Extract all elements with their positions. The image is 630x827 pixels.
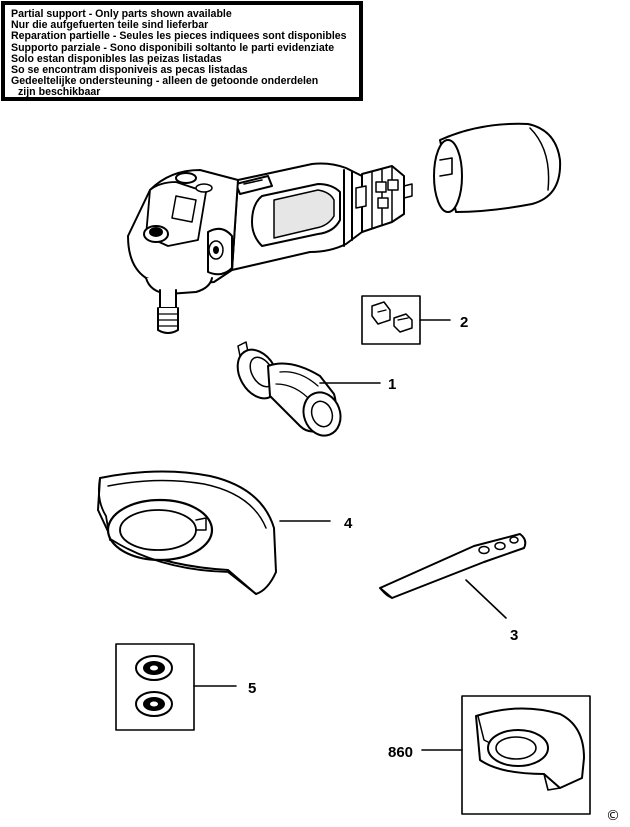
- part-4-guard: [97, 470, 331, 595]
- notice-line-pt: So se encontram disponiveis as pecas lis…: [11, 64, 248, 77]
- callout-part-2: 2: [460, 314, 468, 331]
- notice-line-nl-cont: zijn beschikbaar: [18, 86, 101, 99]
- callout-part-3: 3: [510, 627, 518, 644]
- notice-line-es: Solo estan disponibles las peizas listad…: [11, 52, 222, 65]
- notice-line-en: Partial support - Only parts shown avail…: [11, 8, 232, 20]
- part-3-spanner: [379, 533, 527, 619]
- part-5-flange-and-nut: [115, 643, 237, 731]
- callout-part-860: 860: [388, 744, 413, 761]
- copyright-mark: ©: [606, 808, 620, 824]
- callout-part-4: 4: [344, 515, 353, 532]
- notice-line-it: Supporto parziale - Sono disponibili sol…: [11, 41, 335, 54]
- notice-line-nl: Gedeeltelijke ondersteuning - alleen de …: [11, 75, 319, 88]
- callout-part-5: 5: [248, 680, 256, 697]
- partial-support-notice: Partial support - Only parts shown avail…: [1, 1, 363, 101]
- angle-grinder-illustration: [127, 162, 413, 334]
- rear-boot-illustration: [433, 122, 562, 213]
- callout-part-1: 1: [388, 376, 396, 393]
- part-2-brush-set: [361, 295, 451, 345]
- leader-line-part-3: [465, 579, 507, 619]
- part-1-side-handle: [236, 341, 381, 437]
- part-860-guard-assembly: [421, 695, 591, 815]
- notice-line-fr: Reparation partielle - Seules les pieces…: [11, 30, 347, 43]
- notice-line-de: Nur die aufgefuerten teile sind lieferba…: [11, 19, 209, 32]
